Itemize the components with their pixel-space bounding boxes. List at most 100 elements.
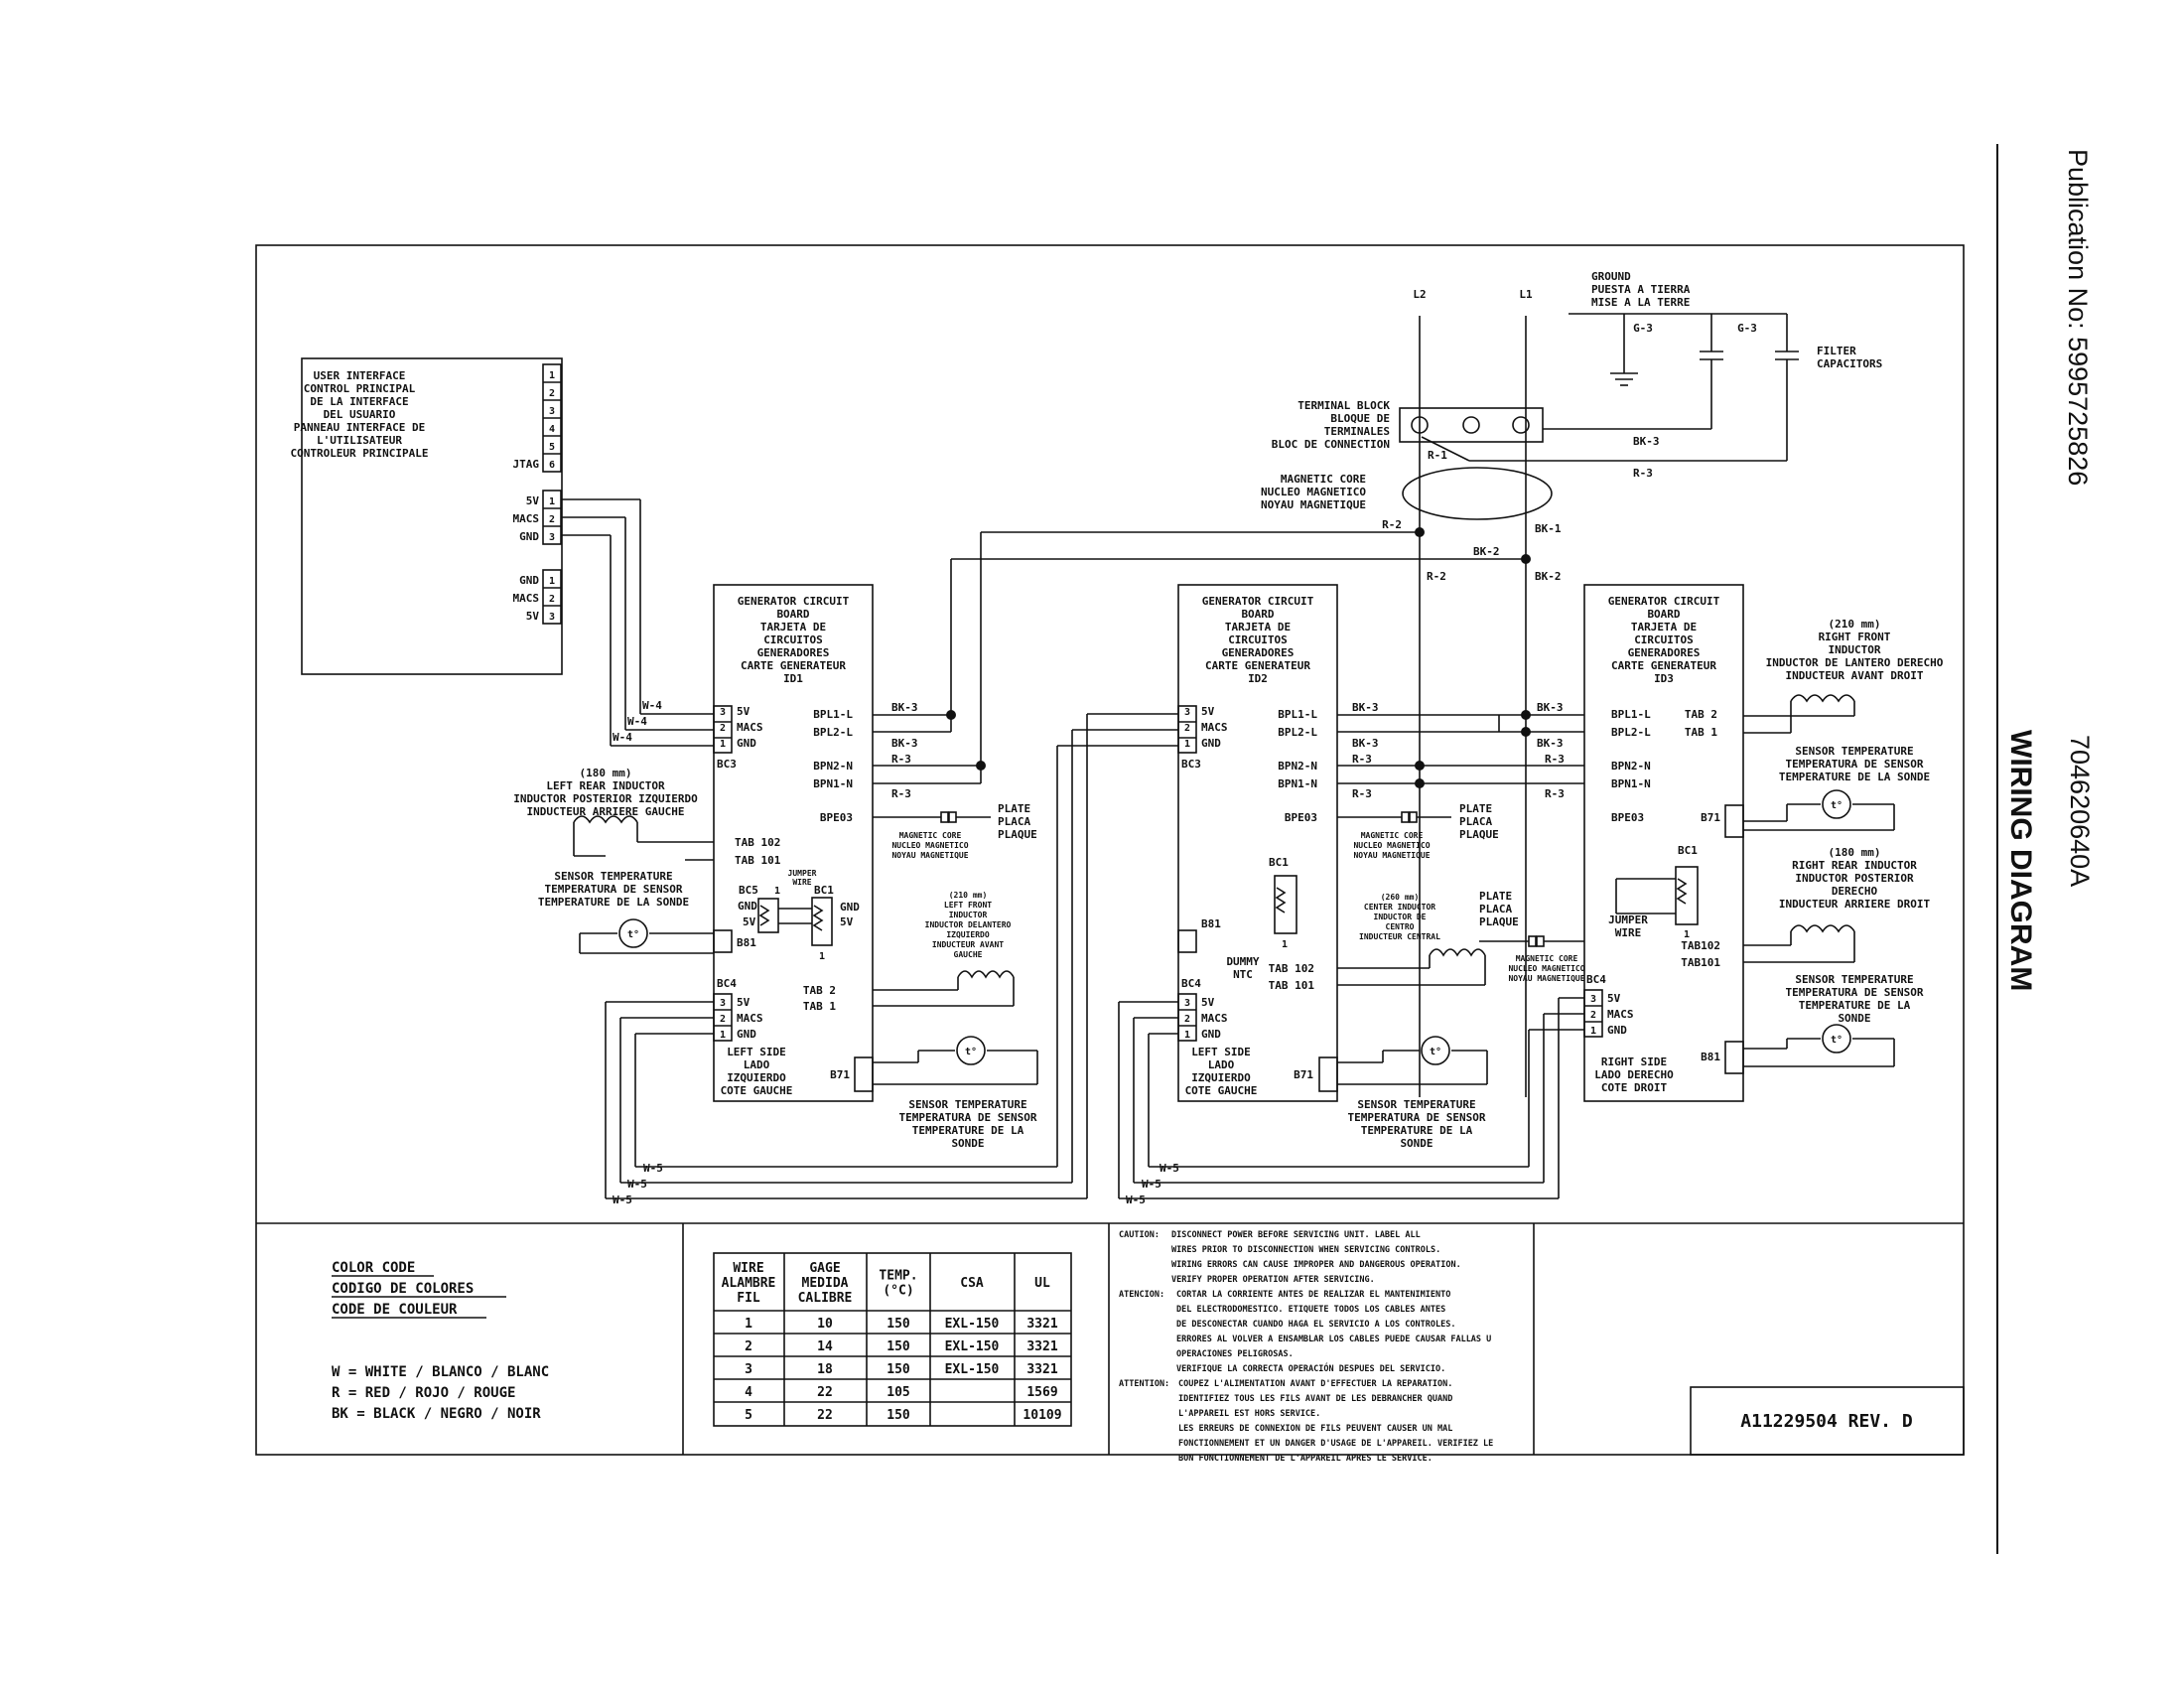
diagram-label: TAB 1 <box>803 1000 836 1013</box>
diagram-label: BPN1-N <box>1611 777 1651 790</box>
diagram-label: t° <box>627 929 639 940</box>
diagram-label: BC1 <box>1269 856 1289 869</box>
diagram-label: 3 <box>720 707 726 718</box>
diagram-label: MACS <box>1607 1008 1634 1021</box>
diagram-label: NUCLEO MAGNETICO <box>1508 964 1584 973</box>
diagram-label: W-4 <box>613 731 632 744</box>
diagram-label: 2 <box>549 594 555 605</box>
diagram-label: INDUCTEUR ARRIERE GAUCHE <box>527 805 685 818</box>
diagram-label: PLAQUE <box>998 828 1037 841</box>
table-cell: 2 <box>745 1339 752 1354</box>
caution-text: BON FONCTIONNEMENT DE L'APPAREIL APRES L… <box>1178 1454 1433 1464</box>
diagram-label: PLATE <box>1459 802 1492 815</box>
diagram-label: 3 <box>549 406 555 417</box>
diagram-label: TAB 2 <box>1685 708 1717 721</box>
generator-board-id1 <box>713 584 874 1102</box>
color-code-entry: W = WHITE / BLANCO / BLANC <box>332 1364 549 1380</box>
diagram-label: LEFT FRONT <box>944 901 992 910</box>
diagram-label: NOYAU MAGNETIQUE <box>1508 974 1584 983</box>
diagram-label: BPL2-L <box>1611 726 1651 739</box>
diagram-label: R-3 <box>1633 467 1653 480</box>
diagram-label: BPL2-L <box>813 726 853 739</box>
diagram-label: TERMINALES <box>1324 425 1390 438</box>
diagram-label: SONDE <box>951 1137 984 1150</box>
color-code-title: CODIGO DE COLORES <box>332 1281 474 1297</box>
diagram-label: MACS <box>737 721 763 734</box>
diagram-label: MAGNETIC CORE <box>899 831 962 840</box>
diagram-label: CIRCUITOS <box>1634 633 1694 646</box>
diagram-label: GND <box>737 1028 756 1041</box>
diagram-label: R-3 <box>1545 753 1565 766</box>
diagram-label: (180 mm) <box>1829 846 1881 859</box>
diagram-label: INDUCTEUR ARRIERE DROIT <box>1779 898 1931 911</box>
table-cell: 14 <box>817 1339 833 1354</box>
table-header: UL <box>1034 1276 1050 1291</box>
table-header: MEDIDA <box>802 1276 849 1291</box>
diagram-label: 1 <box>1282 939 1288 950</box>
diagram-label: R-3 <box>891 787 911 800</box>
table-cell: 10109 <box>1023 1408 1061 1423</box>
diagram-label: 2 <box>549 388 555 399</box>
diagram-label: BC1 <box>814 884 834 897</box>
diagram-label: IZQUIERDO <box>1191 1071 1251 1084</box>
diagram-label: TAB 101 <box>1269 979 1315 992</box>
diagram-label: BC4 <box>1586 973 1606 986</box>
diagram-label: GENERATOR CIRCUIT <box>738 595 850 608</box>
diagram-label: PLATE <box>1479 890 1512 903</box>
diagram-label: CIRCUITOS <box>1228 633 1288 646</box>
diagram-label: LEFT SIDE <box>1191 1046 1251 1058</box>
diagram-label: 3 <box>549 612 555 623</box>
diagram-label: 1 <box>1684 929 1690 940</box>
diagram-label: NUCLEO MAGNETICO <box>1261 486 1366 498</box>
diagram-label: IZQUIERDO <box>727 1071 786 1084</box>
diagram-label: BK-3 <box>1537 701 1564 714</box>
table-header: WIRE <box>733 1261 763 1276</box>
diagram-label: MAGNETIC CORE <box>1516 954 1578 963</box>
diagram-label: B71 <box>830 1068 850 1081</box>
caution-text: LES ERREURS DE CONNEXION DE FILS PEUVENT… <box>1178 1424 1452 1434</box>
table-header: TEMP. <box>879 1269 917 1284</box>
caution-text: CORTAR LA CORRIENTE ANTES DE REALIZAR EL… <box>1176 1290 1450 1300</box>
diagram-label: 2 <box>1590 1010 1596 1021</box>
table-header: FIL <box>737 1291 760 1306</box>
diagram-label: L'UTILISATEUR <box>317 434 402 447</box>
diagram-label: GND <box>1607 1024 1627 1037</box>
diagram-label: BPE03 <box>1285 811 1317 824</box>
diagram-label: CENTRO <box>1386 922 1415 931</box>
diagram-label: 5V <box>1201 996 1215 1009</box>
diagram-label: W-5 <box>643 1162 663 1175</box>
diagram-label: BPE03 <box>820 811 853 824</box>
table-header: (°C) <box>883 1284 913 1299</box>
diagram-label: MACS <box>513 512 540 525</box>
diagram-label: G-3 <box>1737 322 1757 335</box>
table-cell: 105 <box>887 1385 909 1400</box>
diagram-label: NOYAU MAGNETIQUE <box>891 851 968 860</box>
diagram-label: GND <box>519 530 539 543</box>
diagram-label: PLAQUE <box>1459 828 1499 841</box>
diagram-label: R-3 <box>1352 787 1372 800</box>
diagram-label: BC5 <box>739 884 758 897</box>
diagram-label: TAB 101 <box>735 854 781 867</box>
generator-board-id2 <box>1177 584 1338 1102</box>
table-cell: 22 <box>817 1408 833 1423</box>
diagram-label: CONTROL PRINCIPAL <box>304 382 416 395</box>
diagram-label: TAB102 <box>1681 939 1720 952</box>
diagram-label: WIRE <box>792 878 811 887</box>
table-cell: 150 <box>887 1362 910 1377</box>
diagram-label: 5V <box>840 915 854 928</box>
diagram-label: 1 <box>720 1030 726 1041</box>
diagram-label: TAB 102 <box>735 836 780 849</box>
diagram-label: R-3 <box>1352 753 1372 766</box>
diagram-label: DERECHO <box>1832 885 1878 898</box>
table-cell: 4 <box>745 1385 752 1400</box>
diagram-label: TEMPERATURA DE SENSOR <box>1347 1111 1485 1124</box>
diagram-label: TAB 2 <box>803 984 836 997</box>
color-code-entry: R = RED / ROJO / ROUGE <box>332 1385 515 1401</box>
color-code-entry: BK = BLACK / NEGRO / NOIR <box>332 1406 541 1422</box>
diagram-label: R-2 <box>1427 570 1446 583</box>
diagram-label: 1 <box>549 496 555 507</box>
table-header: ALAMBRE <box>722 1276 776 1291</box>
diagram-label: TARJETA DE <box>760 621 826 633</box>
diagram-label: 5V <box>743 915 756 928</box>
